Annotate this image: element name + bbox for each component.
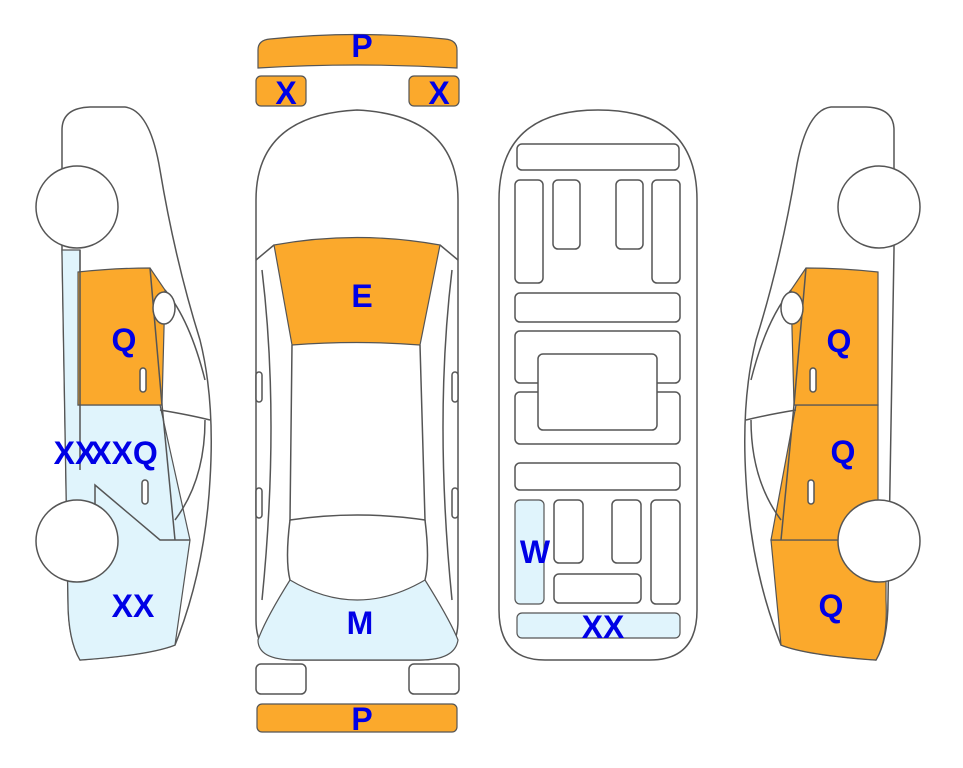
rear-left-light-part[interactable] [255,663,307,695]
left-sill-label-b: XXQ [90,435,158,471]
underbody-left-rear-label: W [519,534,551,570]
rear-bumper-part[interactable] [256,703,458,733]
right-front-door-label: Q [826,323,852,359]
underbody-rear-part[interactable] [516,612,681,639]
right-rear-door-label: Q [830,434,856,470]
front-right-light-label: X [428,75,450,111]
right-rear-quarter-label: Q [818,588,844,624]
rear-right-light-part[interactable] [408,663,460,695]
right-rear-wheel[interactable] [837,499,921,583]
front-bumper-part[interactable] [257,33,458,69]
front-left-light-part[interactable] [255,75,307,107]
underbody-rear-label: XX [581,609,625,645]
underbody-view [498,109,698,661]
underbody-left-rear-part[interactable] [514,499,545,605]
left-rear-quarter-label: XX [111,588,155,624]
front-bumper-label: P [351,28,373,64]
left-rear-wheel[interactable] [35,499,119,583]
rear-window-part[interactable] [257,579,459,661]
left-sill-label-a: XX [53,435,97,471]
windshield-label: E [351,278,373,314]
left-front-wheel[interactable] [35,165,119,249]
right-side-car [744,106,921,661]
windshield-part[interactable] [273,236,441,346]
right-front-wheel[interactable] [837,165,921,249]
front-right-light-part[interactable] [408,75,460,107]
rear-window-label: M [346,605,374,641]
left-front-door-label: Q [111,322,137,358]
left-side-car [35,106,212,661]
rear-bumper-label: P [351,701,373,737]
front-left-light-label: X [275,75,297,111]
top-view-car [255,109,459,661]
